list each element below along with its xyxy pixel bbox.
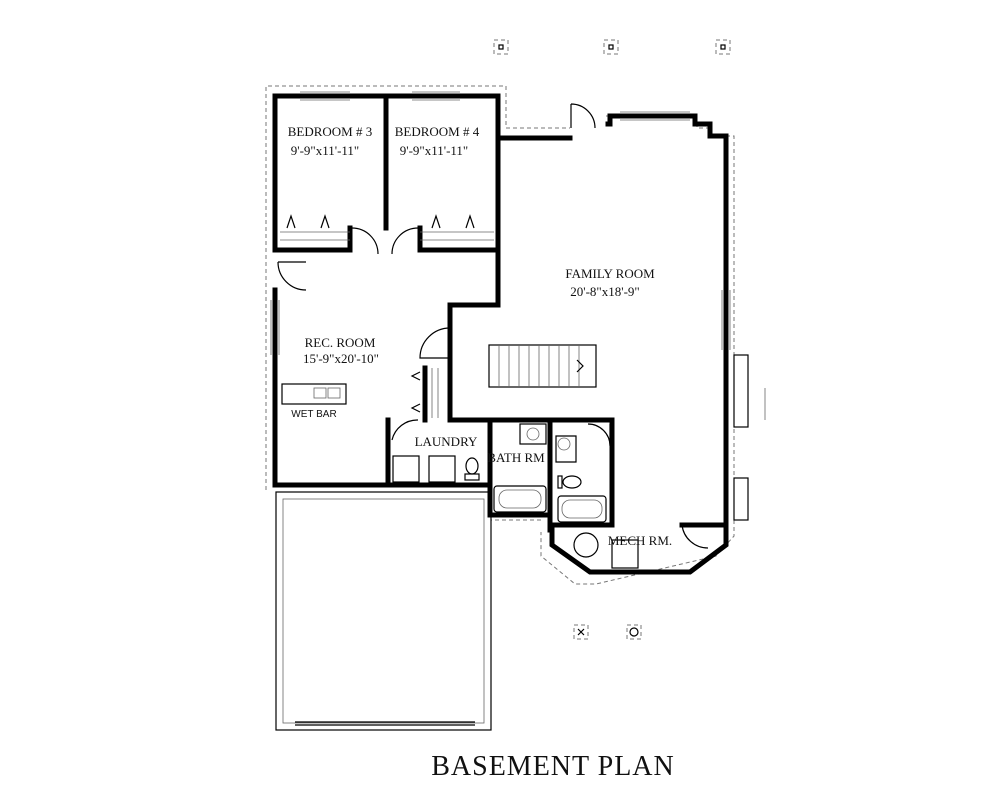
rec-room-dims: 15'-9"x20'-10" <box>303 351 379 366</box>
walls <box>272 93 729 575</box>
bedroom-4-dims: 9'-9"x11'-11" <box>400 143 469 158</box>
garage-area <box>275 491 492 731</box>
rec-closet <box>410 368 439 418</box>
bedroom-3-label: BEDROOM # 3 <box>288 124 373 139</box>
wet-bar-label: WET BAR <box>291 409 336 420</box>
bedroom-4-label: BEDROOM # 4 <box>395 124 480 139</box>
doors <box>277 103 709 549</box>
family-room-label: FAMILY ROOM <box>565 266 655 281</box>
mech-room-label: MECH RM. <box>608 533 672 548</box>
windows <box>270 91 766 521</box>
laundry-label: LAUNDRY <box>415 434 478 449</box>
laundry-appliances <box>392 455 456 483</box>
stairs <box>488 344 597 388</box>
plan-title: BASEMENT PLAN <box>431 751 675 782</box>
closets <box>280 214 494 241</box>
rec-room-label: REC. ROOM <box>305 335 376 350</box>
wet-bar-counter <box>281 383 347 405</box>
family-room-dims: 20'-8"x18'-9" <box>570 284 639 299</box>
bath-room-label: BATH RM <box>487 450 545 465</box>
post-markers-top <box>493 39 731 55</box>
bath-fixtures <box>464 423 607 523</box>
mech-equipment <box>573 532 639 569</box>
bedroom-3-dims: 9'-9"x11'-11" <box>291 143 360 158</box>
post-markers-bottom <box>573 624 642 640</box>
